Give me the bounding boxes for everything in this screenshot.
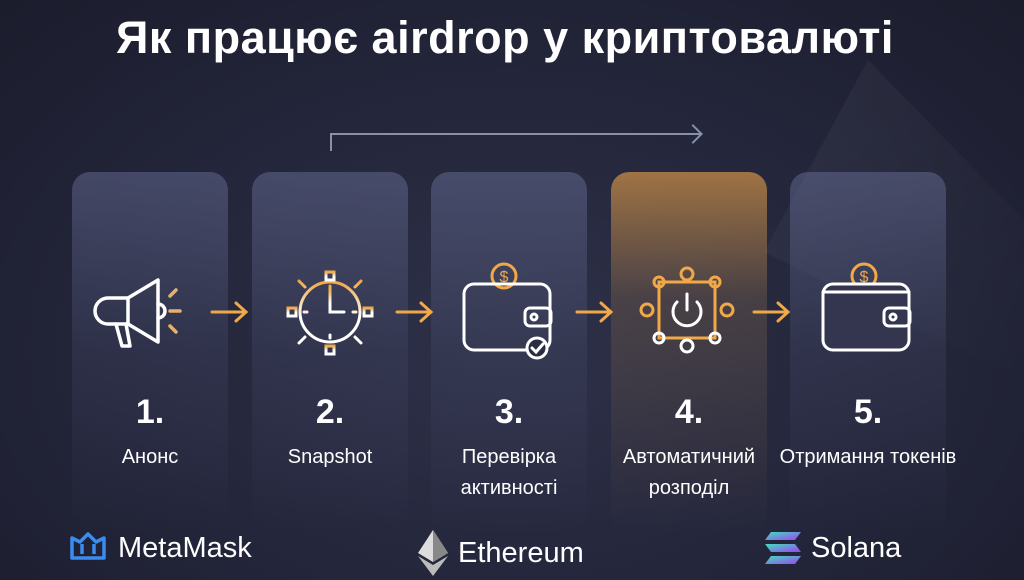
metamask-logo: MetaMask bbox=[68, 530, 252, 566]
arrow-right-icon bbox=[752, 301, 791, 323]
step-label: Автоматичний розподіл bbox=[622, 446, 756, 499]
step-card-1 bbox=[72, 172, 228, 532]
step-number: 3. bbox=[494, 393, 524, 431]
step-label: Перевірка активності bbox=[460, 446, 558, 499]
svg-text:$: $ bbox=[500, 269, 509, 286]
wallet-coin-icon: $ bbox=[821, 262, 912, 352]
page-title: Як працює airdrop у криптовалюті bbox=[116, 12, 894, 63]
flow-arrow bbox=[330, 133, 700, 151]
ethereum-icon bbox=[418, 530, 448, 576]
arrow-right-icon bbox=[395, 301, 434, 323]
step-number: 2. bbox=[315, 393, 345, 431]
solana-icon bbox=[765, 532, 801, 564]
svg-text:$: $ bbox=[860, 269, 869, 286]
arrow-right-icon bbox=[210, 301, 249, 323]
step-card-2 bbox=[252, 172, 408, 532]
stopwatch-icon bbox=[286, 270, 374, 356]
step-card-3 bbox=[431, 172, 587, 532]
ethereum-logo: Ethereum bbox=[418, 530, 584, 576]
wallet-check-icon: $ bbox=[462, 262, 553, 360]
network-power-icon bbox=[639, 266, 735, 354]
solana-label: Solana bbox=[811, 531, 902, 564]
arrow-right-icon bbox=[575, 301, 614, 323]
step-number: 5. bbox=[853, 393, 883, 431]
step-label: Анонс bbox=[121, 446, 179, 468]
step-label: Отримання токенів bbox=[779, 446, 957, 468]
step-label: Snapshot bbox=[287, 446, 373, 468]
step-card-5 bbox=[790, 172, 946, 532]
ethereum-label: Ethereum bbox=[458, 536, 584, 569]
metamask-icon bbox=[70, 532, 106, 560]
solana-logo: Solana bbox=[765, 530, 901, 566]
step-number: 1. bbox=[135, 393, 165, 431]
step-number: 4. bbox=[674, 393, 704, 431]
megaphone-icon bbox=[93, 278, 182, 348]
metamask-label: MetaMask bbox=[118, 531, 252, 564]
